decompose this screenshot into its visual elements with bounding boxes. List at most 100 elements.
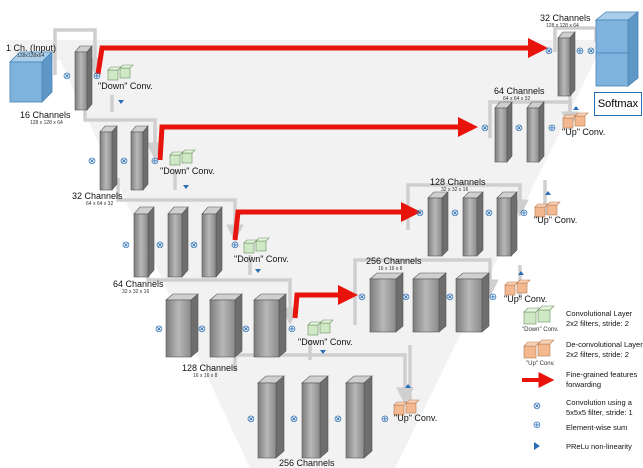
- input-cube: [9, 51, 53, 103]
- svg-text:⊗: ⊗: [242, 324, 250, 335]
- down-conv-cube-3: [243, 237, 270, 254]
- svg-text:⊗: ⊗: [587, 46, 595, 57]
- label-down-conv-1: "Down" Conv.: [98, 81, 153, 91]
- legend-forwarding-1: Fine-grained features: [566, 370, 638, 379]
- legend-convolution-icon: ⊗: [533, 401, 541, 412]
- block-l1-a: [74, 45, 93, 111]
- block-l4-c: [253, 293, 287, 358]
- label-128-channels: 128 Channels: [182, 363, 238, 373]
- block-l2-a: [99, 125, 118, 191]
- block-l3-b: [167, 206, 189, 278]
- softmax-box: Softmax: [594, 92, 642, 116]
- label-down-conv-3: "Down" Conv.: [234, 254, 289, 264]
- svg-text:⊗: ⊗: [122, 240, 130, 251]
- svg-text:⊗: ⊗: [156, 240, 164, 251]
- svg-text:⊕: ⊕: [231, 240, 239, 251]
- label-128-dims: 16 x 16 x 8: [193, 373, 218, 379]
- block-l3-a: [133, 206, 155, 278]
- label-256-channels-bottom: 256 Channels: [279, 458, 335, 468]
- svg-text:⊗: ⊗: [88, 156, 96, 167]
- block-l2-b: [130, 125, 149, 191]
- block-u4-a: [369, 272, 404, 333]
- label-128-dims-up: 32 x 32 x 16: [441, 187, 469, 193]
- svg-text:⊗: ⊗: [334, 414, 342, 425]
- svg-text:⊗: ⊗: [402, 292, 410, 303]
- svg-text:⊕: ⊕: [381, 414, 389, 425]
- block-l4-b: [209, 293, 243, 358]
- legend-deconv-caption: "Up" Conv.: [526, 361, 555, 367]
- legend-prelu-icon: [534, 442, 540, 450]
- svg-text:⊕: ⊕: [548, 123, 556, 134]
- label-32-dims-up: 128 x 128 x 64: [546, 23, 579, 29]
- legend-conv-caption: "Down" Conv.: [522, 327, 559, 333]
- label-up-conv-1: "Up" Conv.: [394, 413, 438, 423]
- svg-text:⊗: ⊗: [190, 240, 198, 251]
- label-64-channels-up: 64 Channels: [494, 86, 545, 96]
- legend-convolution-2: 5x5x5 filter, stride: 1: [566, 408, 633, 417]
- label-up-conv-4: "Up" Conv.: [562, 127, 606, 137]
- output-cubes: [594, 11, 640, 87]
- down-conv-cube-4: [307, 319, 334, 336]
- label-32-channels: 32 Channels: [72, 191, 123, 201]
- svg-text:⊕: ⊕: [489, 292, 497, 303]
- up-conv-cube-2: [504, 279, 531, 296]
- legend-deconv-layer: De-convolutional Layer: [566, 340, 643, 349]
- block-u3-a: [427, 191, 449, 257]
- svg-text:⊗: ⊗: [481, 123, 489, 134]
- label-16-channels: 16 Channels: [20, 110, 71, 120]
- up-conv-cubes: [393, 112, 589, 416]
- label-up-conv-2: "Up" Conv.: [504, 294, 548, 304]
- label-64-dims: 32 x 32 x 16: [122, 289, 150, 295]
- legend-prelu: PReLu non-linearity: [566, 442, 632, 451]
- sum-ops: ⊕ ⊕ ⊕ ⊕ ⊕ ⊕ ⊕ ⊕ ⊕: [93, 46, 584, 425]
- label-up-conv-3: "Up" Conv.: [534, 215, 578, 225]
- svg-text:⊗: ⊗: [120, 156, 128, 167]
- legend-conv-icon: [523, 305, 555, 325]
- prelu-markers: [118, 100, 579, 388]
- forwarding-arrows: [95, 38, 548, 319]
- svg-text:⊗: ⊗: [358, 292, 366, 303]
- convolution-ops: ⊗ ⊗ ⊗ ⊗ ⊗ ⊗ ⊗ ⊗ ⊗ ⊗ ⊗ ⊗ ⊗ ⊗ ⊗ ⊗ ⊗ ⊗ ⊗ ⊗ …: [63, 46, 595, 425]
- label-256-dims-up: 16 x 16 x 8: [378, 266, 403, 272]
- block-l5-b: [301, 375, 329, 459]
- block-u3-b: [462, 191, 484, 257]
- label-32-dims: 64 x 64 x 32: [86, 201, 114, 207]
- svg-text:⊗: ⊗: [515, 123, 523, 134]
- block-u4-b: [412, 272, 447, 333]
- svg-text:⊕: ⊕: [151, 156, 159, 167]
- label-256-channels-up: 256 Channels: [366, 256, 422, 266]
- legend-deconv-icon: [523, 339, 555, 359]
- block-u2-b: [526, 101, 545, 163]
- legend-conv-layer: Convolutional Layer: [566, 309, 633, 318]
- up-conv-cube-4: [562, 112, 589, 129]
- block-l5-c: [345, 375, 373, 459]
- up-conv-cube-1: [393, 399, 420, 416]
- block-l4-a: [165, 293, 199, 358]
- svg-text:⊗: ⊗: [416, 208, 424, 219]
- svg-text:⊗: ⊗: [247, 414, 255, 425]
- label-input-channels: 1 Ch. (Input): [6, 43, 57, 53]
- label-down-conv-4: "Down" Conv.: [298, 337, 353, 347]
- svg-text:⊕: ⊕: [576, 46, 584, 57]
- feature-blocks: [74, 31, 576, 459]
- legend-icons: ⊗ ⊕: [522, 305, 555, 450]
- svg-text:⊗: ⊗: [485, 208, 493, 219]
- label-32-channels-up: 32 Channels: [540, 13, 591, 23]
- block-u1-a: [557, 31, 576, 97]
- block-l5-a: [257, 375, 285, 459]
- svg-text:⊗: ⊗: [290, 414, 298, 425]
- down-conv-cubes: [107, 64, 334, 336]
- legend-sum-icon: ⊕: [533, 420, 541, 431]
- legend-deconv-filters: 2x2 filters, stride: 2: [566, 350, 629, 359]
- svg-text:⊗: ⊗: [155, 324, 163, 335]
- svg-text:⊕: ⊕: [288, 324, 296, 335]
- legend-element-sum: Element-wise sum: [566, 423, 628, 432]
- legend-conv-filters: 2x2 filters, stride: 2: [566, 319, 629, 328]
- svg-text:⊗: ⊗: [545, 46, 553, 57]
- label-16-dims: 128 x 128 x 64: [30, 120, 63, 126]
- down-conv-cube-1: [107, 64, 134, 81]
- legend-convolution-1: Convolution using a: [566, 398, 632, 407]
- svg-text:⊕: ⊕: [93, 71, 101, 82]
- up-conv-cube-3: [534, 201, 561, 218]
